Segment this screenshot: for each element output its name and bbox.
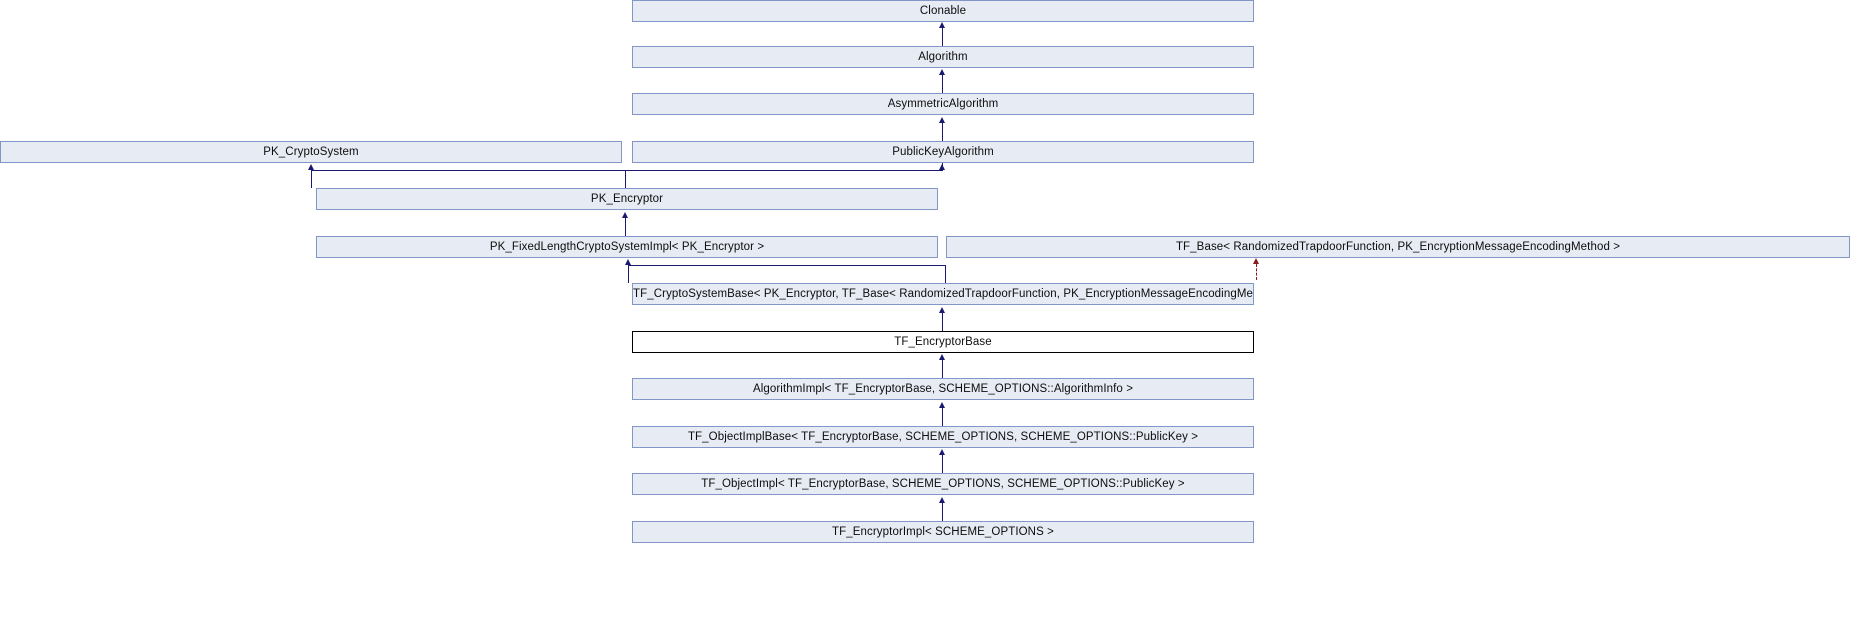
arrowhead-fixedlength-to-pkencryptor <box>622 212 628 218</box>
node-asymmetric-algorithm[interactable]: AsymmetricAlgorithm <box>632 93 1254 115</box>
node-algorithm[interactable]: Algorithm <box>632 46 1254 68</box>
edge-publickey-to-asymmetric <box>942 123 943 141</box>
edge-algorithm-to-clonable <box>942 28 943 46</box>
arrowhead-tfencryptorbase-to-tfcryptosystembase <box>939 307 945 313</box>
edge-pkencryptor-stem <box>625 170 626 188</box>
arrowhead-asymmetric-to-algorithm <box>939 69 945 75</box>
node-tf-encryptorbase[interactable]: TF_EncryptorBase <box>632 331 1254 353</box>
arrowhead-pkencryptor-to-pkcryptosystem <box>308 164 314 170</box>
arrowhead-algorithmimpl-to-tfencryptorbase <box>939 354 945 360</box>
node-algorithmimpl[interactable]: AlgorithmImpl< TF_EncryptorBase, SCHEME_… <box>632 378 1254 400</box>
arrowhead-publickey-to-asymmetric <box>939 117 945 123</box>
edge-tfcryptosystembase-to-fixedlength-riser <box>628 265 629 283</box>
arrowhead-pkencryptor-to-publickey <box>939 164 945 170</box>
node-tf-objectimpl[interactable]: TF_ObjectImpl< TF_EncryptorBase, SCHEME_… <box>632 473 1254 495</box>
arrowhead-tfobjectimplbase-to-algorithmimpl <box>939 402 945 408</box>
arrowhead-tfcryptosystembase-to-fixedlength <box>625 259 631 265</box>
edge-tfcryptosystembase-to-tfbase-dashed <box>1256 264 1257 280</box>
edge-tfcryptosystembase-branch-horizontal <box>628 265 946 266</box>
arrowhead-tfencryptorimpl-to-tfobjectimpl <box>939 497 945 503</box>
node-tf-objectimplbase[interactable]: TF_ObjectImplBase< TF_EncryptorBase, SCH… <box>632 426 1254 448</box>
arrowhead-tfcryptosystembase-to-tfbase <box>1253 258 1259 264</box>
edge-pkencryptor-to-pkcryptosystem-riser <box>311 170 312 188</box>
arrowhead-tfobjectimpl-to-tfobjectimplbase <box>939 449 945 455</box>
edge-tfencryptorbase-to-tfcryptosystembase <box>942 313 943 331</box>
edge-tfcryptosystembase-stem <box>945 265 946 283</box>
edge-tfobjectimplbase-to-algorithmimpl <box>942 408 943 426</box>
edge-tfobjectimpl-to-tfobjectimplbase <box>942 455 943 473</box>
node-pk-fixedlength-cryptosystemimpl[interactable]: PK_FixedLengthCryptoSystemImpl< PK_Encry… <box>316 236 938 258</box>
edge-algorithmimpl-to-tfencryptorbase <box>942 360 943 378</box>
node-pk-cryptosystem[interactable]: PK_CryptoSystem <box>0 141 622 163</box>
edge-asymmetric-to-algorithm <box>942 75 943 93</box>
node-pk-encryptor[interactable]: PK_Encryptor <box>316 188 938 210</box>
node-clonable[interactable]: Clonable <box>632 0 1254 22</box>
node-public-key-algorithm[interactable]: PublicKeyAlgorithm <box>632 141 1254 163</box>
edge-fixedlength-to-pkencryptor <box>625 218 626 236</box>
edge-tfencryptorimpl-to-tfobjectimpl <box>942 503 943 521</box>
node-tf-encryptorimpl[interactable]: TF_EncryptorImpl< SCHEME_OPTIONS > <box>632 521 1254 543</box>
arrowhead-algorithm-to-clonable <box>939 22 945 28</box>
edge-pkencryptor-branch-horizontal <box>311 170 943 171</box>
node-tf-base[interactable]: TF_Base< RandomizedTrapdoorFunction, PK_… <box>946 236 1850 258</box>
node-tf-cryptosystembase[interactable]: TF_CryptoSystemBase< PK_Encryptor, TF_Ba… <box>632 283 1254 305</box>
